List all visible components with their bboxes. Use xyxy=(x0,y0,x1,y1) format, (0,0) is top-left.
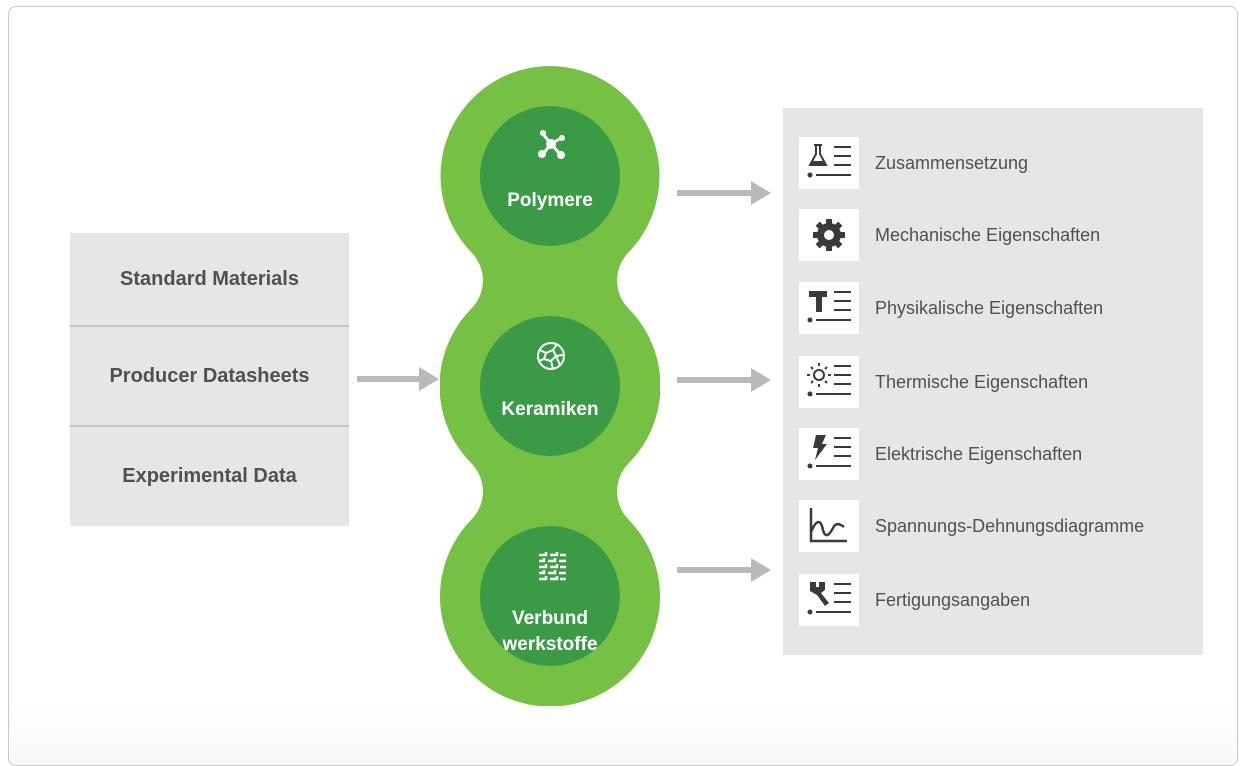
divider xyxy=(70,325,349,327)
verbund-label-1: Verbund xyxy=(511,608,588,629)
blob-shape xyxy=(439,66,661,707)
properties-panel: Zusammensetzung Mechanische Eigenschafte… xyxy=(783,108,1203,655)
molecule-icon xyxy=(538,130,565,159)
source-producer-datasheets: Producer Datasheets xyxy=(109,364,310,387)
material-classes-blob: Polymere Keramiken Verbund werkstoffe xyxy=(439,66,661,707)
property-label: Zusammensetzung xyxy=(875,153,1029,173)
sun-list-icon xyxy=(799,356,859,408)
divider xyxy=(70,425,349,427)
property-row: Zusammensetzung xyxy=(799,137,1199,189)
property-label: Mechanische Eigenschaften xyxy=(875,225,1101,245)
arrow-polymere-to-properties xyxy=(677,181,772,205)
verbund-circle xyxy=(480,526,620,666)
source-standard-materials: Standard Materials xyxy=(120,267,299,290)
property-label: Spannungs-Dehnungsdiagramme xyxy=(875,516,1145,536)
gear-icon xyxy=(799,209,859,261)
polymere-label: Polymere xyxy=(507,190,593,211)
property-label: Fertigungsangaben xyxy=(875,590,1031,610)
hammer-list-icon xyxy=(799,282,859,334)
ceramic-icon xyxy=(537,342,565,370)
polymere-circle xyxy=(480,106,620,246)
data-sources-panel: Standard Materials Producer Datasheets E… xyxy=(70,233,349,526)
property-label: Thermische Eigenschaften xyxy=(875,372,1089,392)
keramiken-label: Keramiken xyxy=(501,399,599,420)
wrench-list-icon xyxy=(799,574,859,626)
property-row: Mechanische Eigenschaften xyxy=(799,209,1199,261)
property-row: Physikalische Eigenschaften xyxy=(799,282,1199,334)
property-label: Physikalische Eigenschaften xyxy=(875,298,1104,318)
arrow-keramiken-to-properties xyxy=(677,368,772,392)
property-label: Elektrische Eigenschaften xyxy=(875,444,1083,464)
property-row: Thermische Eigenschaften xyxy=(799,356,1199,408)
curve-chart-icon xyxy=(799,500,859,552)
property-row: Elektrische Eigenschaften xyxy=(799,428,1199,480)
arrow-sources-to-materials xyxy=(357,367,440,391)
verbund-label-2: werkstoffe xyxy=(502,634,598,655)
keramiken-circle xyxy=(480,316,620,456)
composite-icon xyxy=(539,552,566,581)
property-row: Spannungs-Dehnungsdiagramme xyxy=(799,500,1199,552)
flask-list-icon xyxy=(799,137,859,189)
arrow-verbund-to-properties xyxy=(677,558,772,582)
source-experimental-data: Experimental Data xyxy=(122,465,297,487)
property-row: Fertigungsangaben xyxy=(799,574,1199,626)
lightning-list-icon xyxy=(799,428,859,480)
